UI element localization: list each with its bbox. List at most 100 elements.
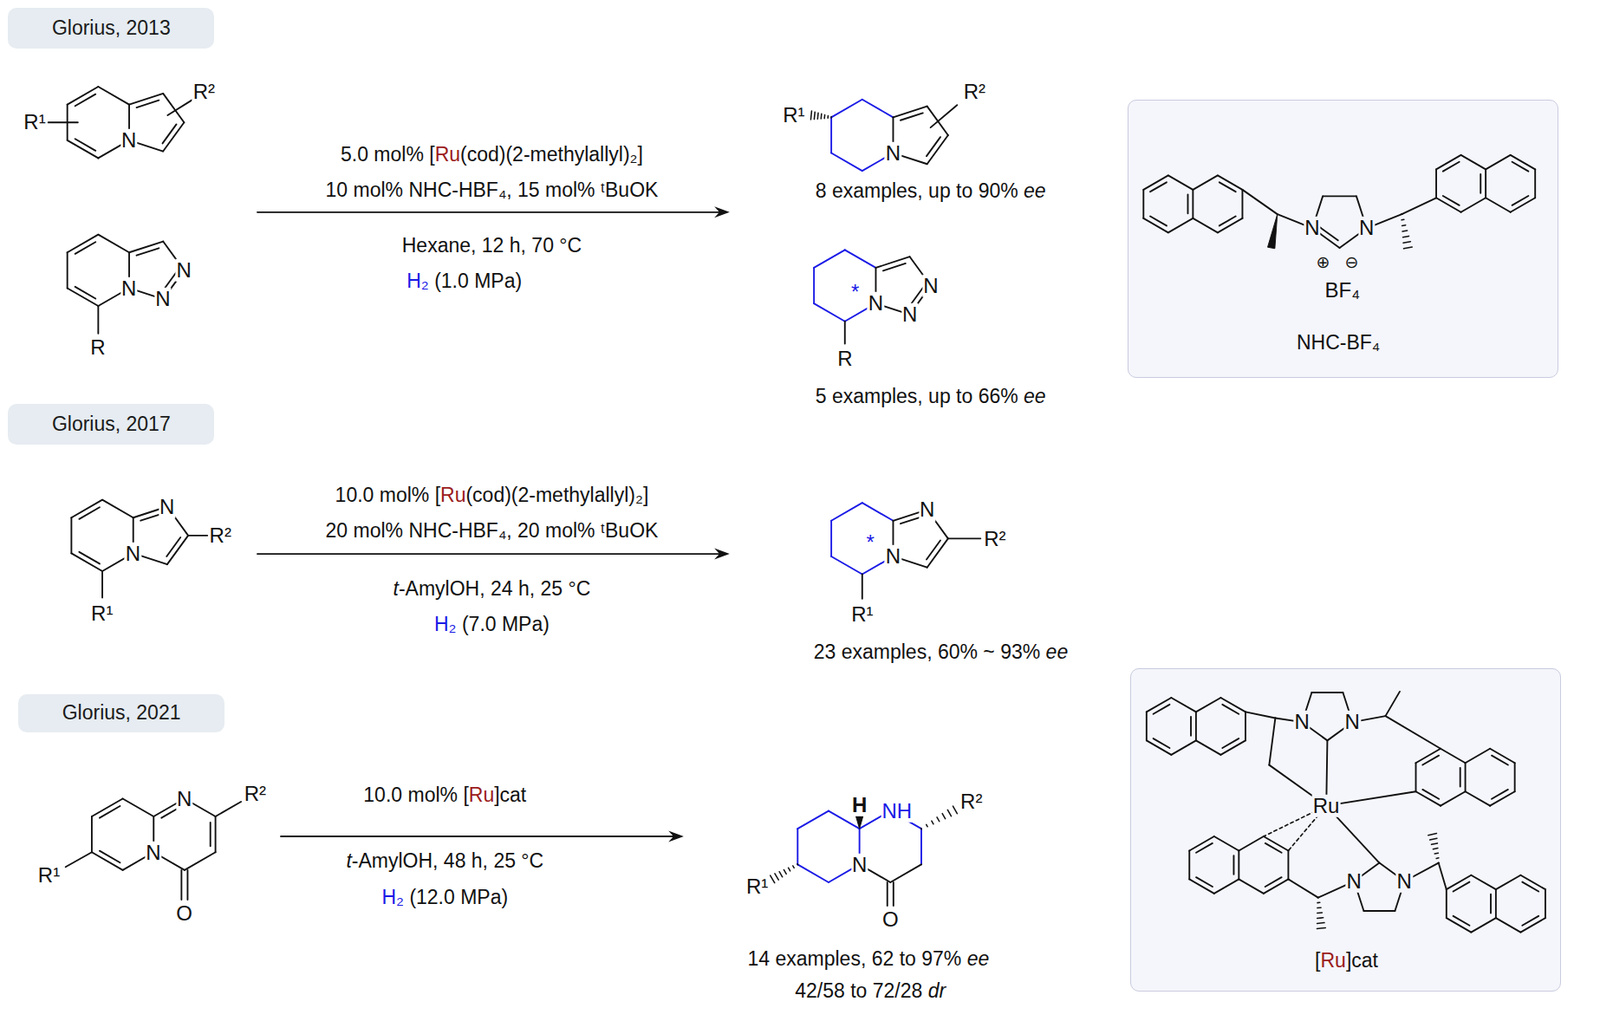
text-run: ee (1023, 384, 1047, 408)
text-run: 42/58 to 72/28 (794, 980, 928, 1003)
bond-line (926, 824, 928, 827)
bond-line (1242, 189, 1244, 219)
bond-line (1191, 189, 1194, 219)
bond-line (162, 122, 184, 151)
atom-label: N (851, 853, 868, 877)
bond-line (1514, 762, 1516, 792)
bond-line (1219, 182, 1236, 192)
atom-label: N (1358, 216, 1375, 240)
text-run: ee (1046, 641, 1069, 664)
bond-line (1435, 169, 1438, 198)
bond-line (813, 111, 816, 119)
bond-line (1495, 917, 1522, 932)
bond-line (1317, 902, 1321, 905)
bond-line (1434, 852, 1438, 854)
atom-label: R² (959, 790, 983, 814)
bond-line (215, 801, 242, 817)
bond-line (813, 303, 846, 322)
text-run: ]cat (494, 784, 527, 807)
atom-label: R¹ (781, 104, 806, 127)
atom-label: R (89, 336, 106, 359)
atom-label: N (158, 495, 176, 519)
bond-line (97, 86, 130, 105)
condition-text: Hexane, 12 h, 70 °C (402, 234, 582, 257)
bond-line (257, 211, 722, 214)
atom-label: O (881, 908, 900, 931)
condition-text: H₂ (7.0 MPa) (434, 613, 550, 636)
bond-line (188, 534, 208, 537)
bond-line (920, 828, 923, 830)
bond-line (1238, 836, 1264, 851)
bond-line (91, 816, 93, 853)
result-text: 42/58 to 72/28 dr (794, 981, 946, 1003)
bond-line (892, 882, 895, 906)
structures (48, 86, 1561, 992)
bond-line (819, 113, 822, 119)
bond-line (136, 247, 159, 255)
bond-line (886, 882, 889, 906)
bond-line (1287, 878, 1318, 898)
bond-line (1495, 889, 1497, 918)
atom-label: N (918, 498, 936, 521)
bond-line (1438, 863, 1447, 891)
bond-line (1192, 175, 1218, 189)
bond-line (1222, 704, 1239, 715)
bond-line (926, 540, 941, 560)
bond-line (1265, 877, 1282, 887)
bond-line (1443, 195, 1460, 206)
text-run: -AmylOH, 24 h, 25 °C (398, 578, 591, 601)
atom-label: N (154, 287, 171, 311)
bond-line (1470, 875, 1496, 890)
bond-line (1187, 194, 1190, 214)
text-run: H₂ (381, 885, 404, 909)
bond-line (209, 822, 212, 846)
bond-line (788, 867, 791, 872)
atom-label: R¹ (745, 875, 769, 898)
text-run: 10.0 mol% [ (363, 784, 469, 807)
text-run: -AmylOH, 48 h, 25 °C (351, 849, 544, 872)
bond-line (1170, 740, 1197, 755)
bond-line (1402, 230, 1408, 232)
bond-line (830, 117, 833, 153)
bond-line (1244, 711, 1247, 741)
bond-line (831, 99, 863, 118)
bond-line (831, 153, 863, 172)
condition-text: 20 mol% NHC-HBF₄, 20 mol% ᵗBuOK (325, 520, 659, 543)
bond-line (184, 852, 216, 871)
bond-line (930, 104, 958, 128)
result-text: 8 examples, up to 90% ee (815, 181, 1047, 203)
atom-label: N (922, 273, 939, 297)
condition-text: H₂ (12.0 MPa) (381, 886, 508, 909)
atom-label: R¹ (850, 603, 874, 626)
bond-line (890, 864, 922, 883)
bond-line (70, 517, 72, 553)
bond-line (97, 234, 130, 254)
atom-label: R² (962, 80, 987, 104)
bond-line (1311, 691, 1343, 694)
bond-line (97, 305, 99, 334)
bond-line (1453, 916, 1470, 926)
bond-line (1470, 917, 1496, 932)
catalyst-panel: NNRuNN[Ru]cat (1130, 668, 1561, 992)
bond-line (948, 537, 981, 540)
bond-line (1190, 716, 1192, 736)
atom-label: N (175, 259, 192, 282)
bond-line (1168, 175, 1194, 189)
atom-label: N (144, 840, 162, 864)
atom-label: N (1345, 869, 1362, 892)
bond-line (1491, 755, 1509, 766)
reaction-arrowhead (714, 548, 730, 560)
bond-line (1464, 762, 1467, 792)
bond-line (823, 114, 826, 118)
reaction-arrowhead (668, 831, 684, 843)
bond-line (1322, 195, 1357, 197)
bond-line (779, 871, 783, 878)
bond-line (796, 828, 799, 865)
bond-line (1214, 878, 1240, 893)
bond-line (1196, 843, 1213, 853)
bond-line (936, 817, 940, 822)
atom-label: N (884, 545, 902, 568)
bond-line (166, 537, 181, 557)
condition-text: NHC-BF₄ (1296, 332, 1380, 355)
charge-label: ⊕ (1314, 253, 1331, 273)
